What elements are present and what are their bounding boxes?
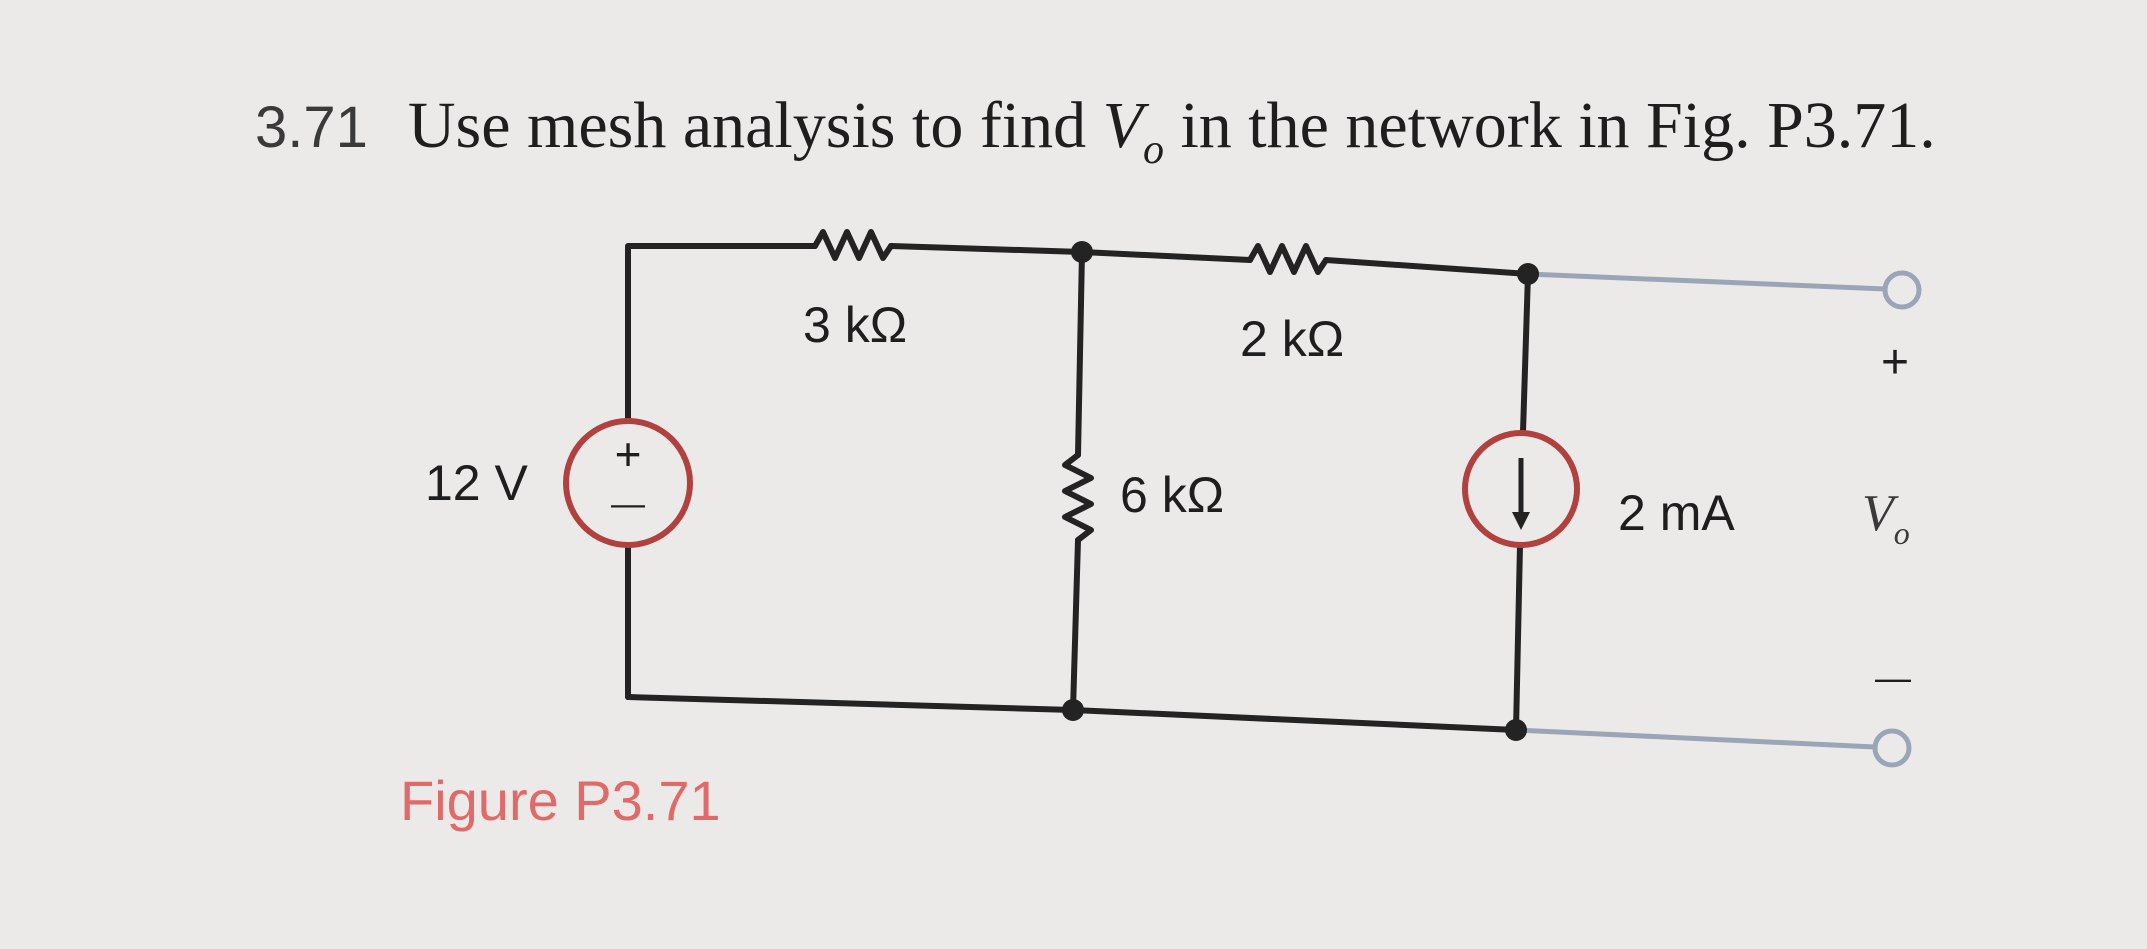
wire-right-lower [1513, 542, 1523, 733]
vo-label-main: V [1862, 485, 1899, 542]
node-bottom-mid [1062, 699, 1084, 721]
current-arrowhead-icon [1512, 512, 1530, 530]
node-top-right [1517, 263, 1539, 285]
problem-number: 3.71 [255, 95, 368, 160]
current-source-circle [1462, 430, 1580, 548]
vo-minus-sign: — [1875, 657, 1911, 698]
problem-text-before: Use mesh analysis to find [407, 89, 1103, 162]
terminal-bottom [1872, 728, 1912, 768]
resistor-2k-symbol [1247, 243, 1329, 275]
wire-top-mid [888, 243, 1085, 255]
vo-label-subscript: o [1894, 515, 1910, 551]
voltage-source-minus: — [611, 485, 645, 523]
problem-subscript: o [1142, 127, 1164, 173]
wire-right-upper [1520, 271, 1531, 435]
wire-top-right [1323, 257, 1531, 277]
node-bottom-right [1505, 719, 1527, 741]
resistor-3k-symbol [812, 229, 894, 261]
source-voltage-label: 12 V [425, 455, 529, 511]
node-top-mid [1071, 241, 1093, 263]
vo-label: Vo [1862, 485, 1910, 551]
wire-top-left [625, 243, 818, 423]
wire-mid-upper [1075, 249, 1085, 458]
resistor-6k-symbol [1062, 452, 1094, 543]
terminal-top [1882, 270, 1922, 310]
problem-text-after: in the network in Fig. P3.71. [1163, 89, 1936, 162]
voltage-source-circle [563, 418, 693, 548]
current-source-label: 2 mA [1618, 485, 1735, 541]
resistor-2k-label: 2 kΩ [1240, 311, 1344, 367]
wire-mid-lower [1070, 537, 1081, 713]
resistor-6k-label: 6 kΩ [1120, 467, 1224, 523]
figure-caption: Figure P3.71 [400, 769, 721, 832]
terminal-wire-bottom [1515, 727, 1876, 750]
resistor-3k-label: 3 kΩ [803, 297, 907, 353]
vo-plus-sign: + [1881, 336, 1909, 389]
problem-variable: V [1102, 89, 1143, 162]
terminal-wire-top [1527, 271, 1886, 292]
problem-statement: 3.71 Use mesh analysis to find Vo in the … [255, 88, 1936, 173]
voltage-source-plus: + [615, 428, 642, 480]
wire-top-center [1079, 249, 1253, 263]
